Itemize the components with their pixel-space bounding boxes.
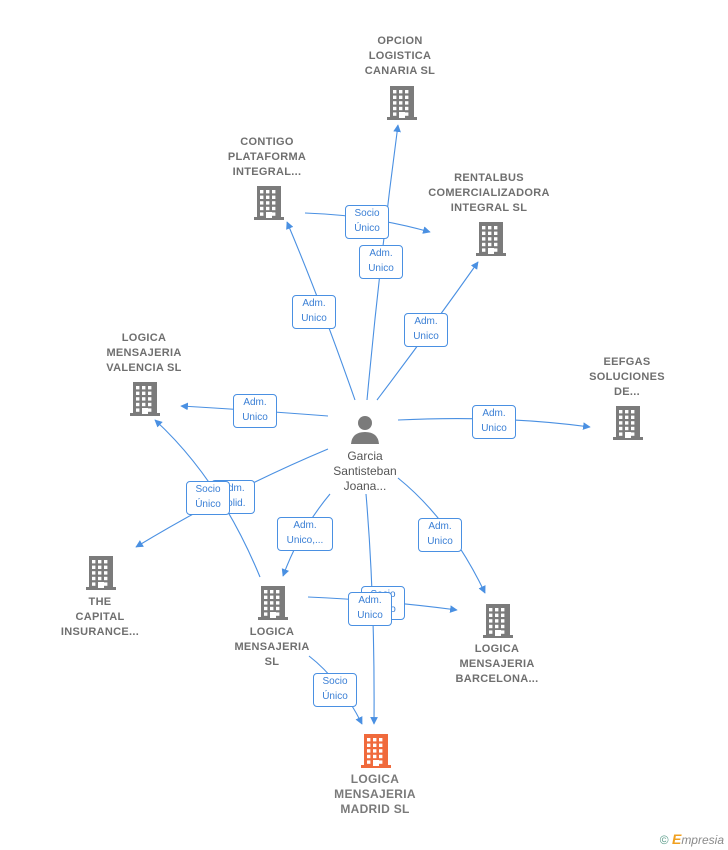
company-label-capital[interactable]: THE CAPITAL INSURANCE... [60, 596, 140, 638]
building-icon-rentalbus[interactable] [476, 222, 508, 261]
brand-name: mpresia [681, 833, 724, 847]
company-label-eefgas[interactable]: EEFGAS SOLUCIONES DE... [589, 356, 665, 398]
person-label[interactable]: Garcia Santisteban Joana... [333, 449, 397, 493]
edge-label-socio-capital: Socio Único [186, 481, 230, 515]
building-icon-eefgas[interactable] [613, 406, 645, 445]
edge-label-adm-opcion: Adm. Unico [359, 245, 403, 279]
building-icon-capital[interactable] [86, 556, 118, 595]
edge-label-socio-rentalbus: Socio Único [345, 205, 389, 239]
copyright-icon: © [659, 833, 669, 847]
brand-watermark[interactable]: © Empresia [660, 831, 724, 847]
building-icon-barcelona[interactable] [483, 604, 515, 643]
building-icon-lmsl[interactable] [258, 586, 290, 625]
company-label-contigo[interactable]: CONTIGO PLATAFORMA INTEGRAL... [227, 136, 307, 178]
edge-label-adm-rentalbus: Adm. Unico [404, 313, 448, 347]
person-icon[interactable] [350, 414, 380, 449]
building-icon-contigo[interactable] [254, 186, 286, 225]
company-label-lmsl[interactable]: LOGICA MENSAJERIA SL [234, 626, 310, 668]
edge-label-adm-lmsl: Adm. Unico,... [277, 517, 333, 551]
building-icon-opcion[interactable] [387, 86, 419, 125]
company-label-madrid[interactable]: LOGICA MENSAJERIA MADRID SL [334, 772, 416, 816]
building-icon-valencia[interactable] [130, 382, 162, 421]
company-label-opcion[interactable]: OPCION LOGISTICA CANARIA SL [364, 35, 436, 77]
edge-label-socio-madrid: Socio Único [313, 673, 357, 707]
building-icon-madrid[interactable] [361, 734, 393, 773]
company-label-barcelona[interactable]: LOGICA MENSAJERIA BARCELONA... [455, 643, 539, 685]
edge-label-adm-barcelona: Adm. Unico [418, 518, 462, 552]
company-label-rentalbus[interactable]: RENTALBUS COMERCIALIZADORA INTEGRAL SL [428, 172, 550, 214]
edge-label-adm-valencia: Adm. Unico [233, 394, 277, 428]
edge-label-adm-eefgas: Adm. Unico [472, 405, 516, 439]
edge-label-adm-contigo: Adm. Unico [292, 295, 336, 329]
company-label-valencia[interactable]: LOGICA MENSAJERIA VALENCIA SL [106, 332, 182, 374]
edge-label-adm-madrid: Adm. Unico [348, 592, 392, 626]
brand-logo-letter: E [671, 831, 682, 847]
